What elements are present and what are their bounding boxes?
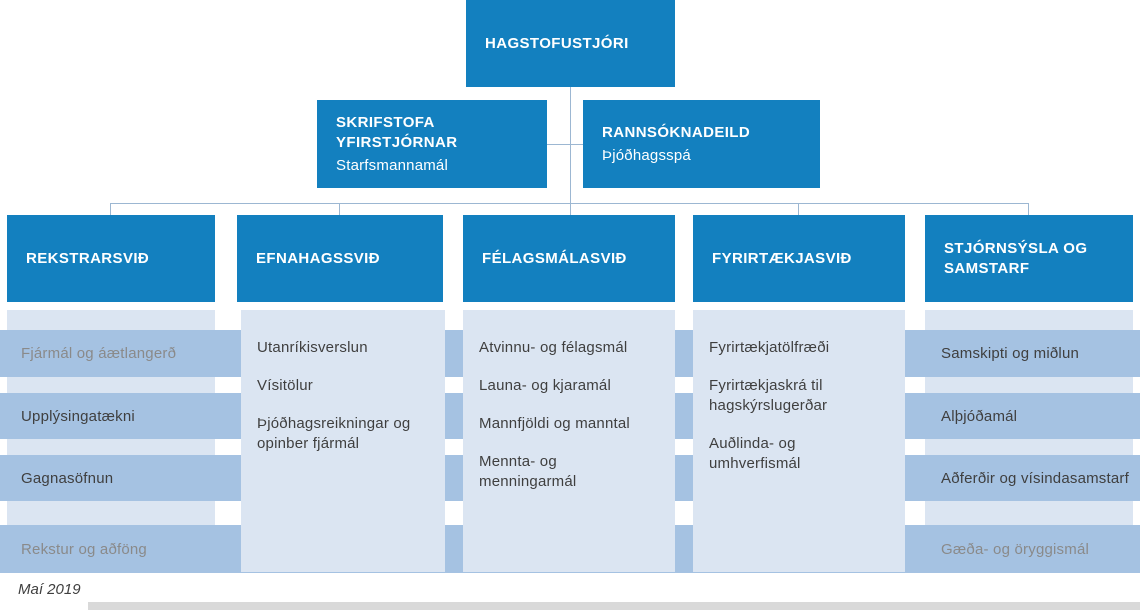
connector-drop-stjornsysla xyxy=(1028,203,1029,215)
division-header-fyrirtaekjasvid: FYRIRTÆKJASVIÐ xyxy=(693,215,905,302)
division-header-felagsmalasvid: FÉLAGSMÁLASVIÐ xyxy=(463,215,675,302)
connector-drop-felagsmalasvid xyxy=(570,203,571,215)
unit-label: Alþjóðamál xyxy=(941,407,1018,425)
connector-staff-horizontal xyxy=(547,144,583,145)
division-list-panel xyxy=(463,310,675,572)
unit-label: Launa- og kjaramál xyxy=(479,377,612,394)
connector-divisions-horizontal xyxy=(110,203,1029,204)
unit-label: Fjármál og áætlangerð xyxy=(21,345,177,362)
unit-list-efnahagssvid: Utanríkisverslun Vísitölur Þjóðhagsreikn… xyxy=(257,338,422,472)
unit-list-fyrirtaekjasvid: Fyrirtækjatölfræði Fyrirtækjaskrá til ha… xyxy=(709,338,861,492)
division-title: FÉLAGSMÁLASVIÐ xyxy=(482,249,627,267)
staff-unit-subtitle: Starfsmannamál xyxy=(336,156,449,174)
staff-unit-rannsoknadeild-box: RANNSÓKNADEILD Þjóðhagsspá xyxy=(583,100,820,188)
division-title: FYRIRTÆKJASVIÐ xyxy=(712,249,852,267)
unit-label: Gæða- og öryggismál xyxy=(941,540,1090,558)
staff-unit-skrifstofa-box: SKRIFSTOFA YFIRSTJÓRNAR Starfsmannamál xyxy=(317,100,547,188)
unit-label: Mannfjöldi og manntal xyxy=(479,415,630,432)
division-header-efnahagssvid: EFNAHAGSSVIÐ xyxy=(237,215,443,302)
staff-unit-title: RANNSÓKNADEILD xyxy=(602,123,751,141)
unit-label: Atvinnu- og félagsmál xyxy=(479,339,628,356)
unit-label: Samskipti og miðlun xyxy=(941,345,1080,362)
unit-label: Gagnasöfnun xyxy=(21,469,114,487)
unit-label: Rekstur og aðföng xyxy=(21,540,147,558)
footer-bar xyxy=(88,602,1140,610)
connector-drop-fyrirtaekjasvid xyxy=(798,203,799,215)
division-title: STJÓRNSÝSLA OG SAMSTARF xyxy=(944,239,1088,277)
unit-label: Upplýsingatækni xyxy=(21,407,135,425)
unit-label: Vísitölur xyxy=(257,377,313,394)
unit-label: Mennta- og menningarmál xyxy=(479,453,577,490)
unit-label: Fyrirtækjaskrá til hagskýrslugerðar xyxy=(709,377,828,414)
division-title: EFNAHAGSSVIÐ xyxy=(256,249,380,267)
division-header-rekstrarsvid: REKSTRARSVIÐ xyxy=(7,215,215,302)
connector-director-vertical xyxy=(570,87,571,203)
unit-label: Aðferðir og vísindasamstarf xyxy=(941,469,1129,487)
division-list-panel xyxy=(693,310,905,572)
staff-unit-title: SKRIFSTOFA YFIRSTJÓRNAR xyxy=(336,113,458,151)
unit-label: Utanríkisverslun xyxy=(257,339,368,356)
connector-drop-rekstrarsvid xyxy=(110,203,111,215)
director-box: HAGSTOFUSTJÓRI xyxy=(466,0,675,87)
division-list-panel xyxy=(241,310,445,572)
staff-unit-subtitle: Þjóðhagsspá xyxy=(602,146,691,164)
division-title: REKSTRARSVIÐ xyxy=(26,249,150,267)
unit-label: Þjóðhagsreikningar og opinber fjármál xyxy=(257,415,411,452)
unit-label: Fyrirtækjatölfræði xyxy=(709,339,830,356)
director-title: HAGSTOFUSTJÓRI xyxy=(485,34,629,52)
division-header-stjornsysla: STJÓRNSÝSLA OG SAMSTARF xyxy=(925,215,1133,302)
footer-date: Maí 2019 xyxy=(18,581,81,598)
connector-drop-efnahagssvid xyxy=(339,203,340,215)
unit-list-felagsmalasvid: Atvinnu- og félagsmál Launa- og kjaramál… xyxy=(479,338,651,510)
unit-label: Auðlinda- og umhverfismál xyxy=(709,435,801,472)
